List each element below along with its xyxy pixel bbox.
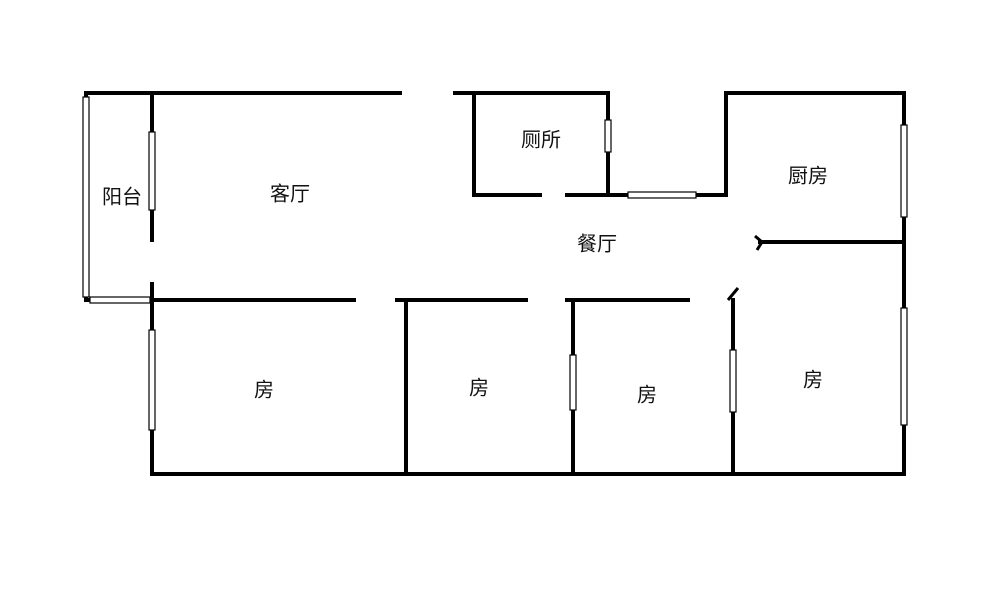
window <box>569 354 577 411</box>
window <box>148 131 156 211</box>
window <box>900 307 908 426</box>
window <box>82 96 90 298</box>
walls <box>84 91 906 476</box>
room-label-kitchen: 厨房 <box>788 163 828 188</box>
room-label-bedroom-3: 房 <box>637 382 657 407</box>
room-label-toilet: 厕所 <box>521 127 561 152</box>
window <box>89 296 151 304</box>
room-label-balcony: 阳台 <box>102 184 142 209</box>
window <box>900 124 908 218</box>
door-mark <box>754 234 764 251</box>
window <box>729 349 737 413</box>
window <box>148 329 156 431</box>
room-label-living-room: 客厅 <box>270 181 310 206</box>
window <box>604 119 612 153</box>
room-label-bedroom-4: 房 <box>803 367 823 392</box>
window <box>627 191 697 199</box>
room-label-bedroom-1: 房 <box>254 377 274 402</box>
room-label-bedroom-2: 房 <box>469 375 489 400</box>
door-mark <box>726 287 740 301</box>
room-label-dining-room: 餐厅 <box>577 231 617 256</box>
windows <box>82 96 908 431</box>
